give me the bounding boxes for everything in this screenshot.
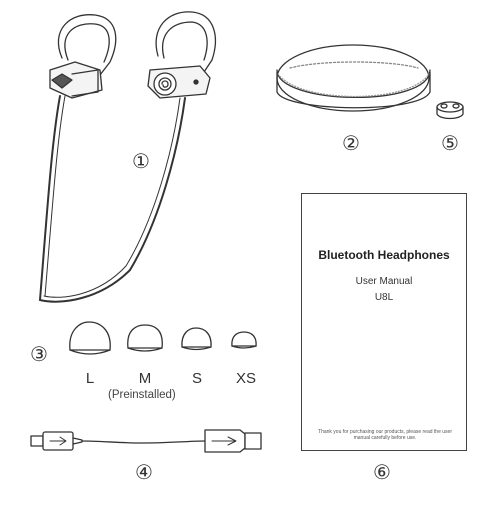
ear-tip-size-s: S <box>191 370 202 387</box>
headphones-illustration <box>39 11 216 303</box>
ear-tip-size-l: L <box>85 370 95 387</box>
ear-tips-illustration <box>69 321 257 355</box>
item-number-clip: ⑤ <box>441 131 459 155</box>
item-number-headphones: ① <box>132 149 150 173</box>
manual-subtitle: User Manual <box>355 276 413 287</box>
item-number-cable: ④ <box>135 460 153 484</box>
manual-title: Bluetooth Headphones <box>318 248 450 262</box>
manual-model: U8L <box>374 292 394 303</box>
item-number-manual: ⑥ <box>373 460 391 484</box>
manual-footer-text: Thank you for purchasing our products, p… <box>318 429 452 441</box>
ear-tip-size-m: M <box>138 370 152 387</box>
cord-clip-illustration <box>436 101 464 120</box>
ear-tip-preinstalled-note: (Preinstalled) <box>108 389 176 401</box>
carrying-case-illustration <box>276 44 431 112</box>
item-number-case: ② <box>342 131 360 155</box>
user-manual-booklet: Bluetooth Headphones User Manual U8L Tha… <box>301 193 467 451</box>
ear-tip-size-xs: XS <box>235 370 256 387</box>
usb-cable-illustration <box>30 429 262 453</box>
item-number-ear-tips: ③ <box>30 342 48 366</box>
